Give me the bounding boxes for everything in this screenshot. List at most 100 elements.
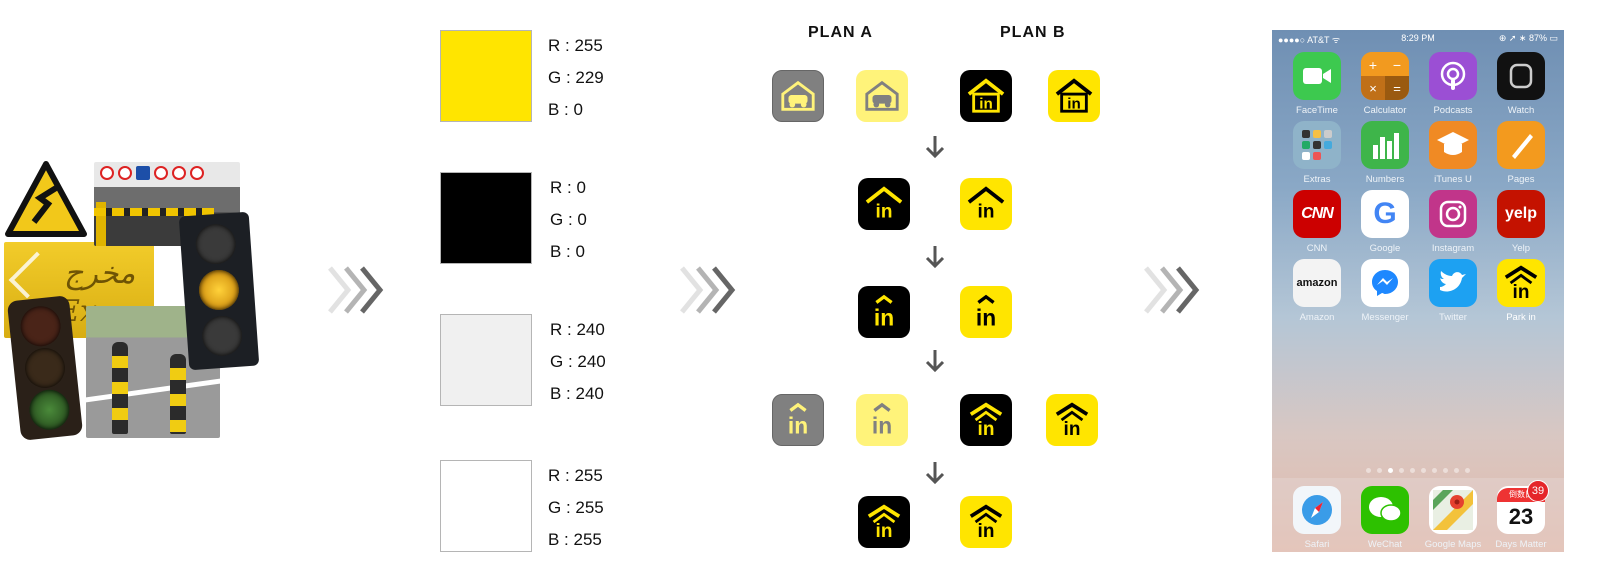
app-calculator[interactable]: +−×=Calculator	[1352, 52, 1418, 116]
color-swatch-black: R : 0 G : 0 B : 0	[440, 172, 640, 264]
red-value: R : 0	[550, 178, 586, 197]
app-label: Extras	[1303, 174, 1331, 185]
calculator-icon: +−×=	[1361, 52, 1409, 100]
svg-text:×: ×	[1369, 81, 1377, 96]
phone-home-screen: ●●●●○ AT&T ᯤ 8:29 PM ⊕ ➚ ∗ 87% ▭ FaceTim…	[1272, 30, 1564, 552]
app-label: Google	[1369, 243, 1401, 254]
park-in-logo-icon	[856, 70, 908, 122]
amazon-icon: amazon	[1293, 259, 1341, 307]
svg-text:−: −	[1393, 57, 1401, 73]
blue-value: B : 240	[550, 384, 604, 403]
traffic-light-photo	[178, 211, 260, 371]
svg-text:+: +	[1369, 57, 1377, 73]
app-label: Calculator	[1363, 105, 1407, 116]
app-google[interactable]: G Google	[1352, 190, 1418, 254]
reference-photo-collage: مخرج Ex	[0, 150, 260, 450]
maps-icon	[1429, 486, 1477, 534]
app-numbers[interactable]: Numbers	[1352, 121, 1418, 185]
warning-sign-photo	[4, 160, 88, 238]
swatch-box	[440, 172, 532, 264]
app-label: Pages	[1507, 174, 1535, 185]
chevron-right-icon	[1144, 266, 1200, 314]
app-google-maps[interactable]: Google Maps	[1420, 486, 1486, 550]
blue-value: B : 0	[548, 100, 583, 119]
app-twitter[interactable]: Twitter	[1420, 259, 1486, 323]
app-instagram[interactable]: Instagram	[1420, 190, 1486, 254]
green-value: G : 255	[548, 498, 604, 517]
app-label: Google Maps	[1424, 539, 1482, 550]
itunes-u-icon	[1429, 121, 1477, 169]
color-swatch-white: R : 255 G : 255 B : 255	[440, 460, 640, 552]
red-value: R : 240	[550, 320, 605, 339]
plan-a-label: PLAN A	[808, 24, 873, 41]
arrow-down-icon	[925, 136, 945, 159]
app-label: Safari	[1304, 539, 1330, 550]
svg-text:in: in	[978, 521, 995, 541]
park-in-logo-icon: in	[858, 496, 910, 548]
rgb-values: R : 255 G : 255 B : 255	[548, 460, 604, 556]
notification-badge: 39	[1527, 480, 1549, 502]
app-safari[interactable]: Safari	[1284, 486, 1350, 550]
app-facetime[interactable]: FaceTime	[1284, 52, 1350, 116]
status-bar: ●●●●○ AT&T ᯤ 8:29 PM ⊕ ➚ ∗ 87% ▭	[1272, 30, 1564, 46]
red-value: R : 255	[548, 466, 603, 485]
park-in-logo-icon: in	[858, 286, 910, 338]
app-label: Park in	[1506, 312, 1536, 323]
app-messenger[interactable]: Messenger	[1352, 259, 1418, 323]
red-value: R : 255	[548, 36, 603, 55]
blue-value: B : 0	[550, 242, 585, 261]
safari-icon	[1293, 486, 1341, 534]
color-swatch-light-gray: R : 240 G : 240 B : 240	[440, 314, 640, 406]
plan-b-label: PLAN B	[1000, 24, 1066, 41]
arrow-down-icon	[925, 462, 945, 485]
park-in-logo-icon: in	[960, 178, 1012, 230]
podcasts-icon	[1429, 52, 1477, 100]
app-label: Instagram	[1431, 243, 1475, 254]
svg-text:in: in	[876, 521, 893, 541]
svg-text:in: in	[978, 201, 995, 222]
app-itunes-u[interactable]: iTunes U	[1420, 121, 1486, 185]
app-watch[interactable]: Watch	[1488, 52, 1554, 116]
green-value: G : 240	[550, 352, 606, 371]
app-label: Yelp	[1511, 243, 1531, 254]
app-label: Days Matter	[1495, 539, 1547, 550]
app-label: Amazon	[1299, 312, 1335, 323]
pages-icon	[1497, 121, 1545, 169]
svg-text:in: in	[1064, 419, 1081, 439]
svg-text:in: in	[876, 201, 893, 222]
battery-status: ⊕ ➚ ∗ 87% ▭	[1498, 33, 1558, 43]
svg-text:in: in	[874, 304, 894, 330]
chevron-right-icon	[680, 266, 736, 314]
park-in-logo-icon: in	[960, 70, 1012, 122]
blue-value: B : 255	[548, 530, 602, 549]
svg-text:in: in	[979, 95, 993, 112]
wechat-icon	[1361, 486, 1409, 534]
instagram-icon	[1429, 190, 1477, 238]
rgb-values: R : 0 G : 0 B : 0	[550, 172, 587, 268]
page-indicator	[1272, 468, 1564, 473]
google-icon: G	[1361, 190, 1409, 238]
app-label: Messenger	[1361, 312, 1409, 323]
park-in-logo-icon: in	[1046, 394, 1098, 446]
chevron-right-icon	[328, 266, 384, 314]
park-in-logo-icon: in	[960, 286, 1012, 338]
app-wechat[interactable]: WeChat	[1352, 486, 1418, 550]
app-pages[interactable]: Pages	[1488, 121, 1554, 185]
app-label: WeChat	[1367, 539, 1403, 550]
svg-text:in: in	[978, 419, 995, 439]
arrow-down-icon	[925, 246, 945, 269]
app-label: Twitter	[1439, 312, 1467, 323]
app-extras[interactable]: Extras	[1284, 121, 1350, 185]
svg-text:in: in	[1513, 282, 1530, 302]
park-in-logo-icon: in	[960, 394, 1012, 446]
app-podcasts[interactable]: Podcasts	[1420, 52, 1486, 116]
app-label: Numbers	[1365, 174, 1405, 185]
folder-icon	[1293, 121, 1341, 169]
messenger-icon	[1361, 259, 1409, 307]
